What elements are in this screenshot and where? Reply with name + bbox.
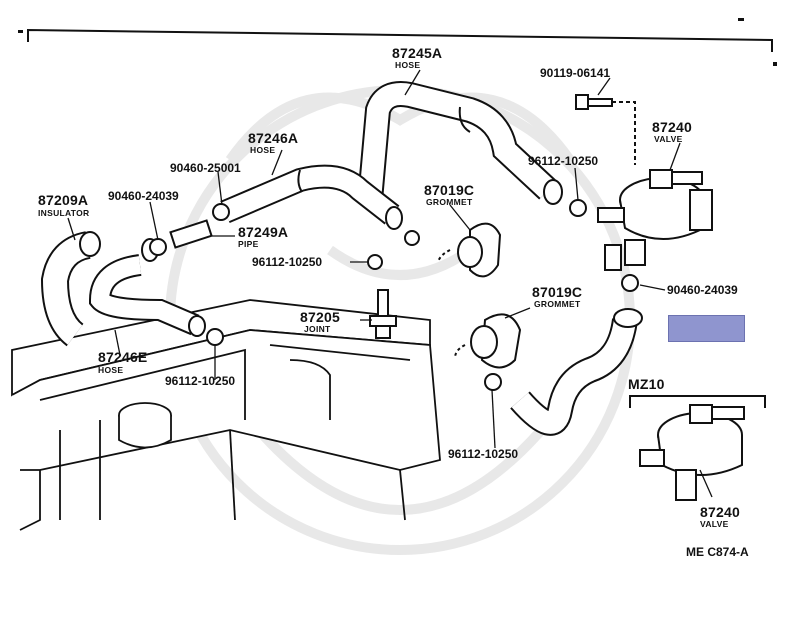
variant-bracket <box>629 395 766 408</box>
part-number-87249a: 87249A <box>238 224 289 240</box>
part-name-87246e: HOSE <box>98 365 124 375</box>
hose-87209a <box>40 231 101 347</box>
bolt-90119 <box>575 94 636 165</box>
grommet-upper <box>437 222 502 278</box>
grommet-lower <box>454 313 522 369</box>
valve-87240-lower <box>639 404 745 501</box>
part-number-90119-06141: 90119-06141 <box>540 66 611 80</box>
part-name-87209a: INSULATOR <box>38 208 90 218</box>
leader-lines <box>67 69 713 498</box>
part-number-90460-24039-left: 90460-24039 <box>108 189 179 203</box>
variant-label: MZ10 <box>628 376 665 392</box>
part-name-87019c-upper: GROMMET <box>426 197 473 207</box>
highlighted-part-marker[interactable] <box>668 315 745 342</box>
valve-87240-upper <box>597 169 713 271</box>
hose-87246e <box>88 254 206 337</box>
part-number-90460-24039-right: 90460-24039 <box>667 283 738 297</box>
part-name-87246a: HOSE <box>250 145 276 155</box>
part-name-87249a: PIPE <box>238 239 259 249</box>
part-name-87019c-lower: GROMMET <box>534 299 581 309</box>
part-number-96112-10250-lower-left: 96112-10250 <box>165 374 236 388</box>
part-number-87019c-upper: 87019C <box>424 182 475 198</box>
joint-87205 <box>369 289 397 339</box>
part-number-90460-25001: 90460-25001 <box>170 161 241 175</box>
part-number-87205: 87205 <box>300 309 340 325</box>
part-name-87240-upper: VALVE <box>654 134 683 144</box>
part-number-96112-10250-upper: 96112-10250 <box>528 154 599 168</box>
part-number-87246a: 87246A <box>248 130 299 146</box>
part-number-87209a: 87209A <box>38 192 89 208</box>
part-number-87240-upper: 87240 <box>652 119 692 135</box>
hose-87246a <box>220 164 403 230</box>
part-number-96112-10250-mid: 96112-10250 <box>252 255 323 269</box>
part-name-87205: JOINT <box>304 324 331 334</box>
hose-87245a <box>357 81 563 205</box>
frame-bracket <box>27 28 773 52</box>
part-number-87246e: 87246E <box>98 349 148 365</box>
part-name-87240-lower: VALVE <box>700 519 729 529</box>
engine-block <box>11 299 441 531</box>
corner-marks <box>18 18 777 66</box>
part-name-87245a: HOSE <box>395 60 421 70</box>
part-number-87245a: 87245A <box>392 45 443 61</box>
diagram-code: ME C874-A <box>686 545 749 559</box>
part-number-87019c-lower: 87019C <box>532 284 583 300</box>
part-number-96112-10250-lower-right: 96112-10250 <box>448 447 519 461</box>
part-number-87240-lower: 87240 <box>700 504 740 520</box>
hose-lower-right <box>510 308 643 436</box>
